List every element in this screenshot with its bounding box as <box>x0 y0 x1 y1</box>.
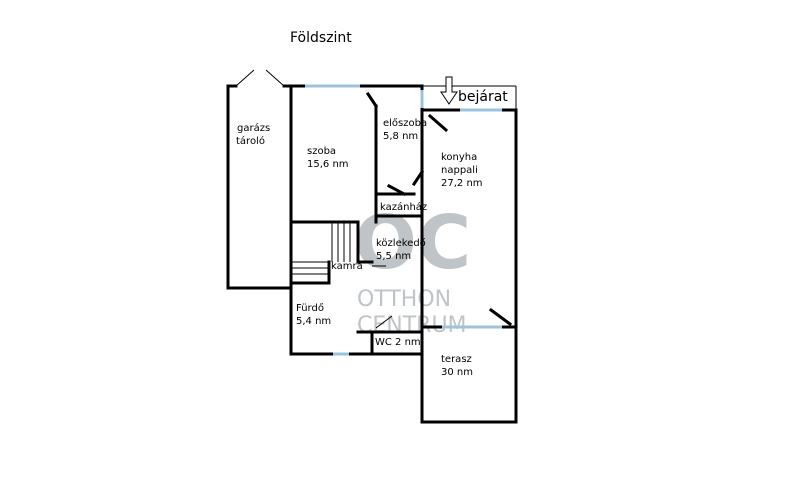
corridor-label: közlekedő <box>376 237 426 249</box>
interior-walls <box>289 104 424 356</box>
hall-label: előszoba <box>383 117 427 129</box>
entrance-box <box>422 85 517 110</box>
garage-label-line2: tároló <box>236 135 265 147</box>
kitchen-area: 27,2 nm <box>441 178 483 189</box>
kitchen-label-line2: nappali <box>441 165 478 176</box>
entrance-label: bejárat <box>458 89 508 105</box>
boiler-label: kazánház <box>380 201 427 213</box>
room-label: szoba <box>307 146 336 157</box>
door-swings <box>365 91 513 329</box>
terrace-label: terasz <box>441 354 472 365</box>
pantry-label: kamra <box>331 261 363 272</box>
bathroom-label: Fürdő <box>296 302 324 314</box>
watermark: OC OTTHON CENTRUM <box>354 200 471 338</box>
staircase <box>291 222 351 275</box>
corridor-area: 5,5 nm <box>376 251 411 262</box>
bathroom-area: 5,4 nm <box>296 316 331 327</box>
garage-label: garázs <box>237 122 270 134</box>
floor-title: Földszint <box>290 30 352 46</box>
hall-area: 5,8 nm <box>383 131 418 142</box>
room-area: 15,6 nm <box>307 159 349 170</box>
wc-label: WC 2 nm <box>375 337 421 348</box>
watermark-logo: OC <box>354 200 471 286</box>
watermark-line1: OTTHON <box>357 287 451 312</box>
windows <box>305 84 502 356</box>
entrance-arrow-icon <box>440 76 458 105</box>
terrace-area: 30 nm <box>441 367 473 378</box>
kitchen-label: konyha <box>441 152 477 163</box>
garage-walls <box>226 69 293 290</box>
outer-walls <box>289 84 518 424</box>
